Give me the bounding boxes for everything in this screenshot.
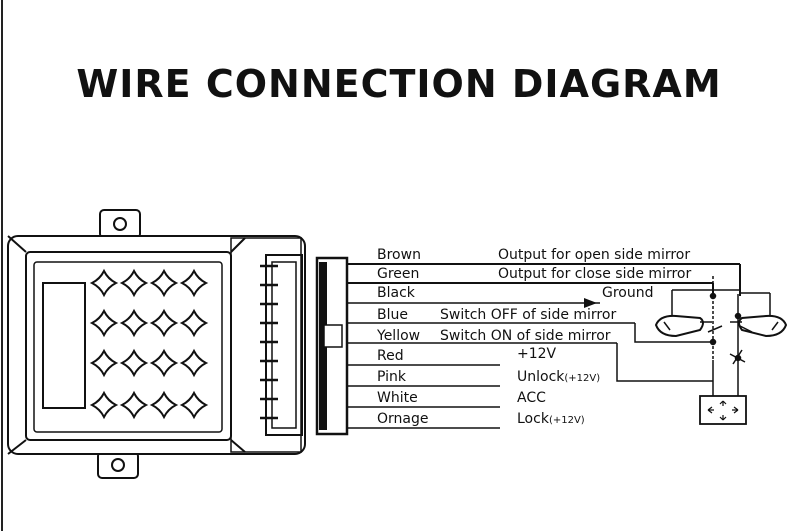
wire-color-label: Pink [377, 369, 407, 385]
diagram-title: WIRE CONNECTION DIAGRAM [76, 62, 722, 106]
wire-function-suffix: (+12V) [549, 415, 585, 426]
diamond-icon [179, 390, 209, 420]
diamond-icon [119, 308, 149, 338]
module-housing [7, 235, 306, 455]
diamond-icon [89, 308, 119, 338]
switch-mark [729, 349, 746, 365]
diamond-icon [119, 268, 149, 298]
mounting-hole-bottom [111, 458, 125, 472]
wire-color-label: Brown [377, 247, 421, 263]
diamond-icon [89, 268, 119, 298]
wire-function-label: +12V [517, 346, 557, 362]
module-connector [265, 254, 303, 436]
diamond-icon [119, 390, 149, 420]
wire-function-label: Unlock(+12V) [517, 369, 600, 385]
left-mirror-icon [654, 314, 712, 338]
wire-function-label: Output for close side mirror [498, 266, 691, 282]
wire-function-label: Output for open side mirror [498, 247, 690, 263]
wire-function-label: ACC [517, 390, 546, 406]
wire-color-label: Green [377, 266, 419, 282]
wire-function-suffix: (+12V) [564, 373, 600, 384]
connector-pins [260, 264, 278, 420]
wire-line [616, 343, 713, 382]
switch-mark-upper [707, 325, 753, 333]
diamond-icon [179, 348, 209, 378]
wire-color-label: Red [377, 348, 404, 364]
diamond-grid [89, 268, 209, 420]
wire-color-label: Black [377, 285, 416, 301]
wire-function-label: Ground [602, 285, 654, 301]
diamond-icon [149, 348, 179, 378]
wire-color-label: Ornage [377, 411, 428, 427]
mounting-hole-top [113, 217, 127, 231]
diamond-icon [179, 268, 209, 298]
diamond-icon [179, 308, 209, 338]
diamond-icon [89, 390, 119, 420]
wire-line [634, 323, 713, 343]
wire-color-label: Yellow [376, 328, 420, 344]
mounting-tab-bottom [97, 451, 139, 479]
ground-arrow-icon [584, 298, 597, 308]
right-mirror-icon [730, 314, 788, 338]
display-window [42, 282, 86, 409]
diamond-icon [119, 348, 149, 378]
mating-plug [315, 256, 349, 436]
diamond-icon [149, 268, 179, 298]
plug-latch [323, 324, 343, 348]
wire-function-label: Switch ON of side mirror [440, 328, 611, 344]
wire-color-label: Blue [377, 307, 408, 323]
mounting-tab-top [99, 209, 141, 239]
wire-color-label: White [377, 390, 418, 406]
wire-function-label: Switch OFF of side mirror [440, 307, 616, 323]
diamond-icon [149, 390, 179, 420]
mirror-circuit [654, 276, 788, 425]
control-module [7, 209, 306, 479]
wire-function-label: Lock(+12V) [517, 411, 585, 427]
diamond-icon [149, 308, 179, 338]
diamond-icon [89, 348, 119, 378]
mirror-control-pad [699, 395, 747, 425]
